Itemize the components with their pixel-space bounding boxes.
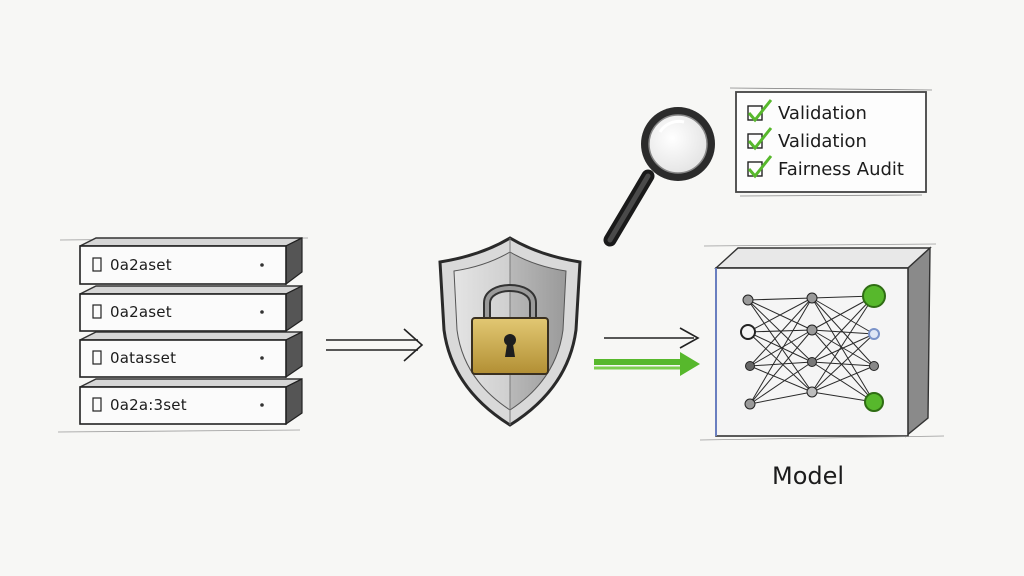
checklist-item-label: Validation bbox=[778, 103, 867, 124]
checkbox bbox=[747, 99, 773, 123]
padlock-icon bbox=[471, 284, 549, 375]
checklist-item-label: Fairness Audit bbox=[778, 159, 904, 180]
arrow-to-shield bbox=[326, 328, 424, 362]
dataset-label: 0atasset bbox=[110, 349, 177, 367]
model-label: Model bbox=[772, 462, 845, 490]
checkbox bbox=[747, 127, 773, 151]
dataset-block bbox=[79, 237, 303, 286]
neural-network bbox=[740, 284, 886, 412]
audit-checklist bbox=[729, 87, 933, 197]
checklist-item-label: Validation bbox=[778, 131, 867, 152]
dataset-label: 0a2aset bbox=[110, 303, 172, 321]
arrow-to-model bbox=[604, 327, 700, 349]
checkbox bbox=[747, 155, 773, 179]
green-arrow-to-model bbox=[594, 352, 700, 376]
dataset-label: 0a2a:3set bbox=[110, 396, 187, 414]
dataset-block bbox=[79, 331, 303, 379]
magnifying-glass-icon bbox=[603, 107, 715, 247]
dataset-block bbox=[79, 378, 303, 426]
dataset-block bbox=[79, 285, 303, 333]
dataset-label: 0a2aset bbox=[110, 256, 172, 274]
network-nodes bbox=[740, 284, 886, 412]
dataset-stack bbox=[57, 237, 309, 433]
